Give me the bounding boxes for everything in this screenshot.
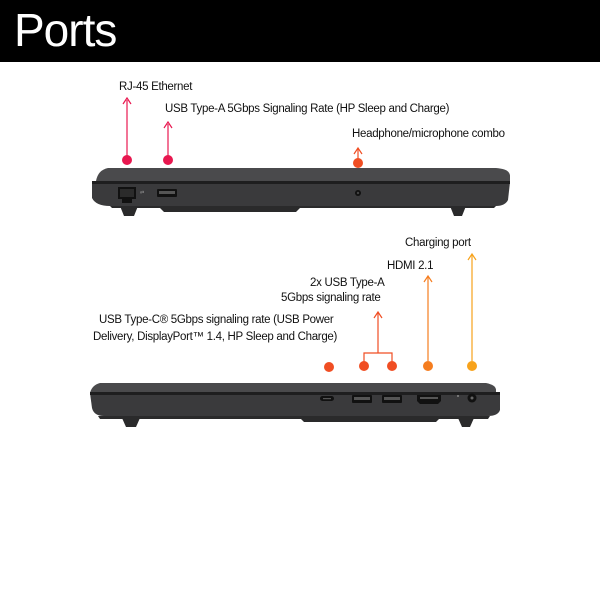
marker-charging: [467, 252, 477, 371]
marker-rj45: [122, 96, 132, 165]
marker-headphone: [353, 146, 363, 168]
marker-usb-a-right: [359, 310, 397, 371]
label-headphone: Headphone/microphone combo: [352, 128, 505, 140]
label-usb-c-line1: USB Type-C® 5Gbps signaling rate (USB Po…: [99, 314, 334, 326]
marker-usb-a-left: [163, 120, 173, 165]
hdmi-port-icon: [417, 395, 441, 404]
label-usb-a-left: USB Type-A 5Gbps Signaling Rate (HP Slee…: [165, 103, 450, 115]
page-title: Ports: [14, 4, 117, 56]
label-rj45: RJ-45 Ethernet: [119, 81, 193, 93]
rj45-port-icon: [118, 187, 136, 203]
headphone-jack-icon: [355, 190, 361, 196]
laptop-right-side: [90, 383, 500, 427]
laptop-left-side: ⇄: [92, 168, 510, 216]
label-usb-c-line2: Delivery, DisplayPort™ 1.4, HP Sleep and…: [93, 331, 338, 343]
label-usb-a-right-line2: 5Gbps signaling rate: [281, 292, 381, 304]
usb-a-port-2-icon: [382, 395, 402, 403]
usb-a-port-icon: [157, 189, 177, 197]
marker-hdmi: [423, 274, 433, 371]
marker-usb-c: [324, 362, 334, 372]
usb-c-port-icon: [320, 396, 334, 401]
label-charging-port: Charging port: [405, 237, 471, 249]
label-usb-a-right-line1: 2x USB Type-A: [310, 277, 385, 289]
page-header: Ports: [0, 0, 600, 62]
label-hdmi: HDMI 2.1: [387, 260, 434, 272]
svg-text:⇄: ⇄: [140, 190, 144, 196]
usb-a-port-1-icon: [352, 395, 372, 403]
charging-port-icon: [467, 393, 477, 403]
